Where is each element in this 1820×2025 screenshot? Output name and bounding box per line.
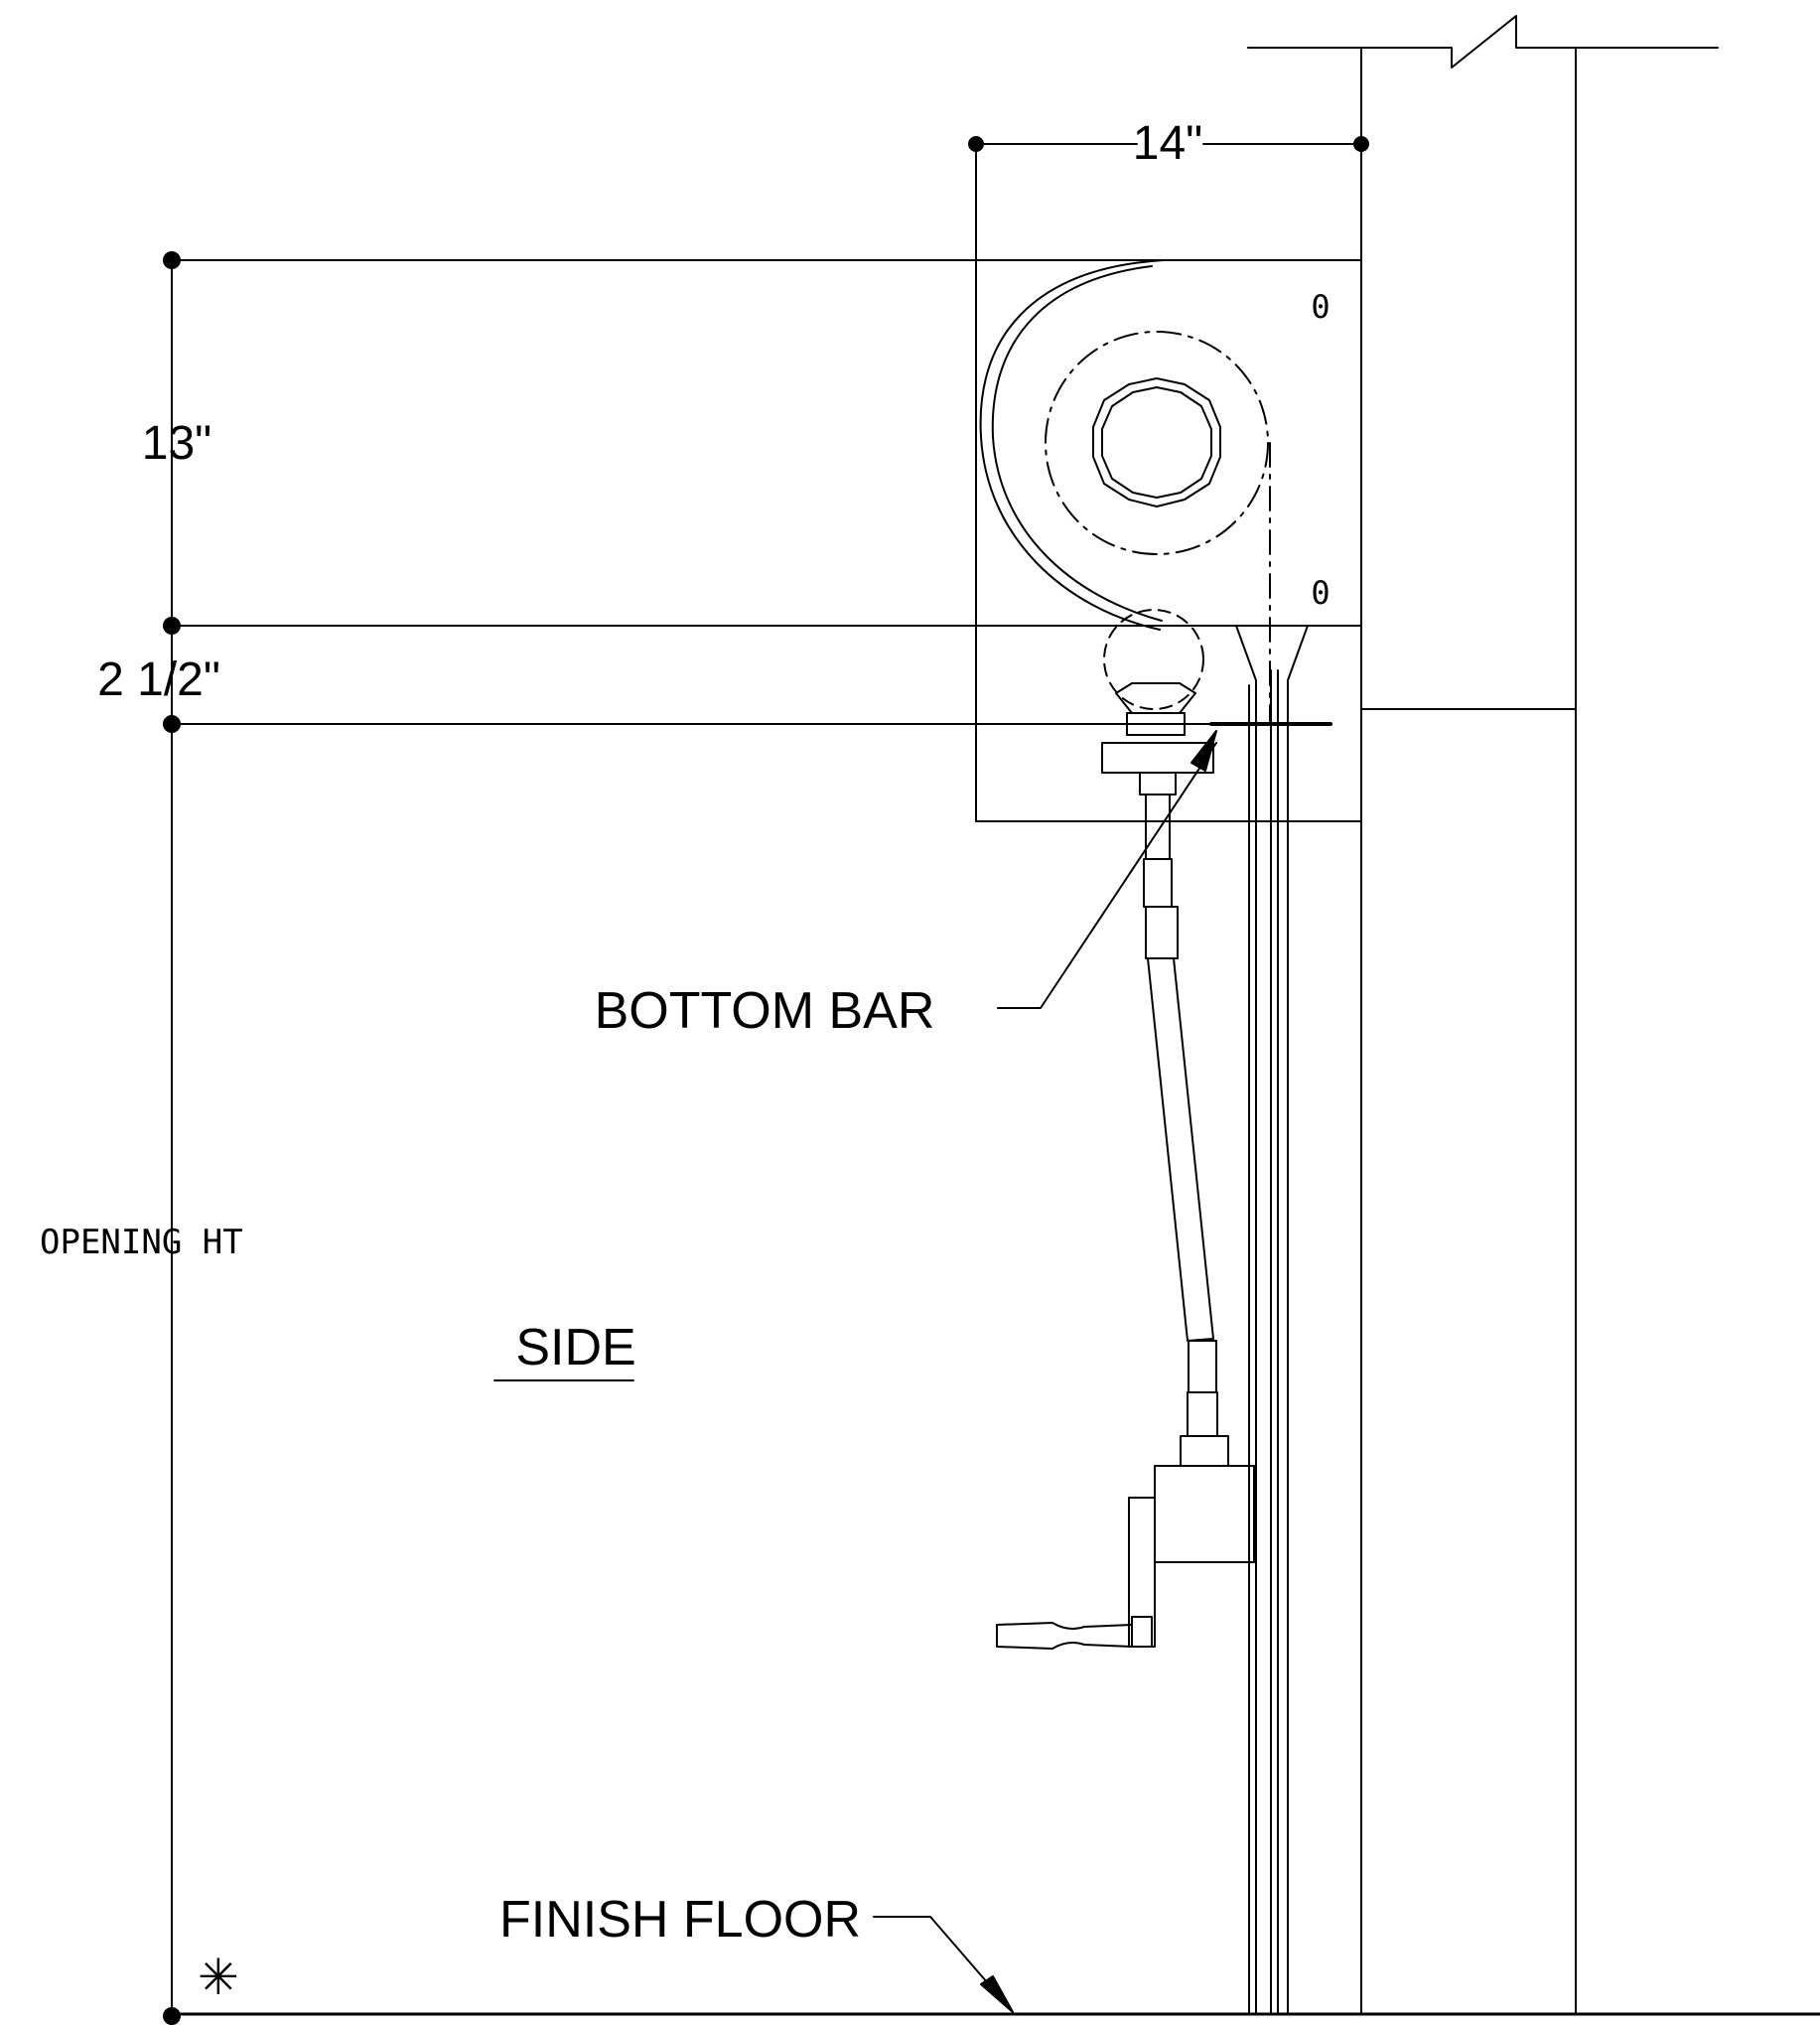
- dimension-dot: [968, 136, 984, 152]
- finish-floor-label: FINISH FLOOR: [499, 1891, 861, 1949]
- coil-dashed-outline: [1045, 331, 1269, 555]
- guide-rails: [1235, 625, 1309, 2015]
- curtain-coil-inner: [991, 265, 1163, 622]
- dimension-dot: [163, 251, 181, 269]
- view-title: SIDE: [493, 1319, 636, 1381]
- bolt-mark-lower: 0: [1311, 574, 1330, 612]
- extension-rod: [1147, 957, 1214, 1342]
- leader-line: [997, 742, 1217, 1009]
- wall-break-line: [1247, 15, 1719, 69]
- dimension-dot: [163, 617, 181, 635]
- clearance-label: 2 1/2": [97, 653, 220, 706]
- dimension-dot: [1353, 136, 1369, 152]
- upper-u-joint-yoke: [1145, 906, 1179, 959]
- leader-arrowhead: [980, 1975, 1014, 2013]
- leader-line: [873, 1916, 1014, 2013]
- crank-handle: [996, 1622, 1133, 1650]
- bottom-bar-callout: BOTTOM BAR: [595, 730, 1217, 1040]
- gearbox-body: [1154, 1465, 1255, 1563]
- upper-shaft: [1145, 794, 1171, 860]
- width-dimension-label: 14": [1133, 117, 1202, 170]
- dimension-vertical: 13" 2 1/2" OPENING HT: [40, 251, 1362, 2025]
- barrel-inner: [1101, 386, 1212, 499]
- curtain-coil-outer: [979, 259, 1165, 631]
- dimension-dot: [163, 715, 181, 733]
- marker-asterisk: ✳: [198, 1950, 239, 2005]
- bolt-mark-upper: 0: [1311, 288, 1330, 326]
- guide-flare-left: [1235, 625, 1257, 2015]
- housing-height-label: 13": [142, 417, 211, 470]
- gearbox-input: [1180, 1435, 1229, 1467]
- dimension-dot: [163, 2007, 181, 2025]
- finish-floor: FINISH FLOOR ✳: [170, 1891, 1820, 2016]
- dimension-width: 14": [968, 117, 1369, 261]
- view-title-label: SIDE: [515, 1319, 635, 1376]
- crank-arm: [1131, 1616, 1153, 1648]
- gear-assembly: [1101, 609, 1332, 796]
- sprocket-dashed: [1103, 609, 1204, 710]
- lower-u-joint-yoke: [1188, 1340, 1217, 1393]
- lower-u-joint: [1187, 1391, 1218, 1437]
- bottom-bar-label: BOTTOM BAR: [595, 982, 935, 1040]
- opening-height-label: OPENING HT: [40, 1223, 243, 1262]
- hood-housing: 0 0: [975, 259, 1362, 822]
- gearbox: [996, 1465, 1255, 1650]
- guide-flare-right: [1287, 625, 1309, 2015]
- drive-shaft: [1143, 794, 1229, 1467]
- upper-u-joint: [1143, 858, 1173, 908]
- barrel-outer: [1092, 377, 1221, 507]
- gear-collar: [1126, 712, 1186, 736]
- leader-arrowhead: [1190, 730, 1217, 772]
- gear-stem: [1139, 772, 1177, 796]
